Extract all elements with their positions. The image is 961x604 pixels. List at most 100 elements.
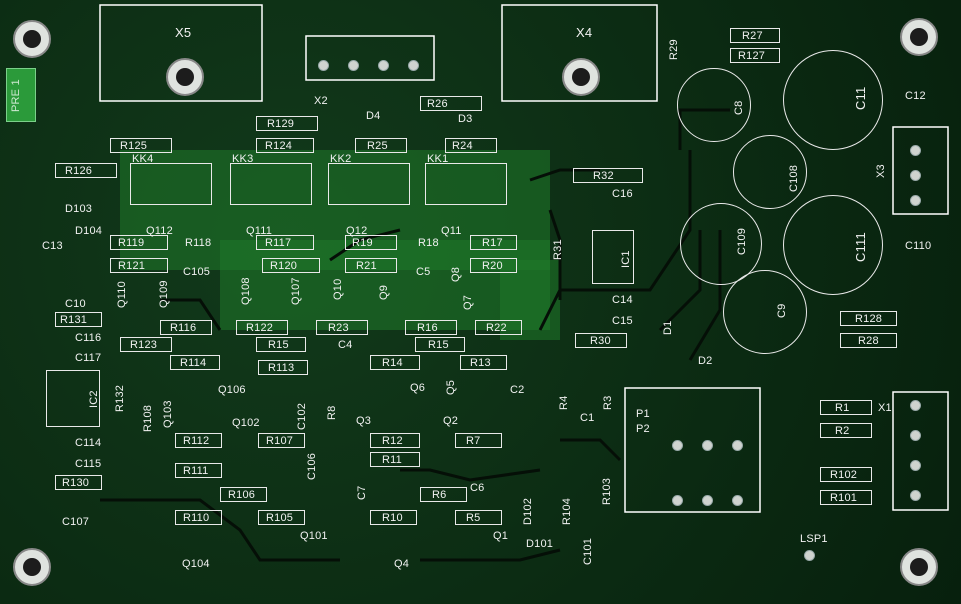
- label-r31: R31: [552, 239, 564, 260]
- label-r6: R6: [432, 489, 447, 501]
- label-q8: Q8: [450, 266, 462, 282]
- res-r1: [820, 400, 872, 415]
- res-r21: [345, 258, 397, 273]
- pad: [910, 195, 921, 206]
- label-r27: R27: [742, 30, 763, 42]
- label-d2: D2: [698, 355, 713, 367]
- connector-x1: X1: [878, 402, 892, 414]
- heatsink-kk1: [425, 163, 507, 205]
- label-r8: R8: [326, 405, 338, 420]
- label-r24: R24: [452, 140, 473, 152]
- res-r20: [470, 258, 517, 273]
- cap-c109: [680, 203, 762, 285]
- label-c2: C2: [510, 384, 525, 396]
- res-r24: [445, 138, 497, 153]
- label-d3: D3: [458, 113, 473, 125]
- label-c14: C14: [612, 294, 633, 306]
- res-r7: [455, 433, 502, 448]
- label-q12: Q12: [346, 225, 368, 237]
- pad: [378, 60, 389, 71]
- res-r123: [120, 337, 172, 352]
- label-r110: R110: [183, 512, 210, 524]
- copper-pour-small: [500, 260, 560, 340]
- label-q106: Q106: [218, 384, 246, 396]
- res-r131: [55, 312, 102, 327]
- label-r126: R126: [65, 165, 93, 177]
- res-r12: [370, 433, 420, 448]
- cap-c8: [677, 68, 751, 142]
- label-q110: Q110: [116, 281, 128, 308]
- res-r5: [455, 510, 502, 525]
- label-r29: R29: [668, 39, 680, 60]
- res-r124: [256, 138, 314, 153]
- res-r13: [460, 355, 507, 370]
- res-r114: [170, 355, 220, 370]
- label-c9: C9: [776, 303, 788, 318]
- label-r107: R107: [266, 435, 294, 447]
- label-r17: R17: [482, 237, 503, 249]
- label-q102: Q102: [232, 417, 260, 429]
- cap-c11: [783, 50, 883, 150]
- res-r128: [840, 311, 897, 326]
- label-c15: C15: [612, 315, 633, 327]
- res-r23: [316, 320, 368, 335]
- label-c111: C111: [853, 232, 868, 262]
- label-r23: R23: [328, 322, 349, 334]
- res-r32: [573, 168, 643, 183]
- label-d4: D4: [366, 110, 381, 122]
- label-r129: R129: [267, 118, 295, 130]
- connector-x5: X5: [175, 25, 192, 40]
- label-c13: C13: [42, 240, 63, 252]
- label-r124: R124: [265, 140, 293, 152]
- label-q109: Q109: [158, 280, 170, 308]
- board-tag-text: PRE 1: [10, 79, 22, 112]
- label-q10: Q10: [332, 278, 344, 300]
- mounting-hole-tr: [900, 18, 938, 56]
- res-r28: [840, 333, 897, 348]
- res-r107: [258, 433, 305, 448]
- pad: [804, 550, 815, 561]
- heatsink-kk4: [130, 163, 212, 205]
- pad: [702, 440, 713, 451]
- label-c10: C10: [65, 298, 86, 310]
- label-q2: Q2: [443, 415, 459, 427]
- pad: [910, 460, 921, 471]
- label-d104: D104: [75, 225, 103, 237]
- label-r121: R121: [118, 260, 146, 272]
- label-c6: C6: [470, 482, 485, 494]
- label-r26: R26: [427, 98, 448, 110]
- label-r1: R1: [835, 402, 850, 414]
- label-c4: C4: [338, 339, 353, 351]
- label-r4: R4: [558, 395, 570, 410]
- label-r104: R104: [561, 497, 573, 525]
- label-r112: R112: [183, 435, 210, 447]
- res-r10: [370, 510, 417, 525]
- label-c105: C105: [183, 266, 211, 278]
- res-r121: [110, 258, 168, 273]
- res-r127: [730, 48, 780, 63]
- res-r14: [370, 355, 420, 370]
- label-c115: C115: [75, 458, 102, 470]
- label-r131: R131: [60, 314, 88, 326]
- connector-x4: X4: [576, 25, 593, 40]
- label-q1: Q1: [493, 530, 509, 542]
- label-r18: R18: [418, 237, 439, 249]
- label-r123: R123: [130, 339, 158, 351]
- label-r15b: R15: [268, 339, 289, 351]
- label-ic1: IC1: [620, 250, 632, 268]
- mounting-hole-br: [900, 548, 938, 586]
- label-r14: R14: [382, 357, 403, 369]
- label-ic2: IC2: [88, 390, 100, 408]
- label-r106: R106: [228, 489, 256, 501]
- label-r130: R130: [62, 477, 90, 489]
- label-kk2: KK2: [330, 153, 352, 165]
- label-q4: Q4: [394, 558, 410, 570]
- label-c12: C12: [905, 90, 926, 102]
- label-c109: C109: [736, 227, 748, 255]
- label-c101: C101: [582, 537, 594, 565]
- res-r15: [415, 337, 465, 352]
- label-r108: R108: [142, 404, 154, 432]
- res-r122: [236, 320, 288, 335]
- res-r129: [256, 116, 318, 131]
- label-r127: R127: [738, 50, 766, 62]
